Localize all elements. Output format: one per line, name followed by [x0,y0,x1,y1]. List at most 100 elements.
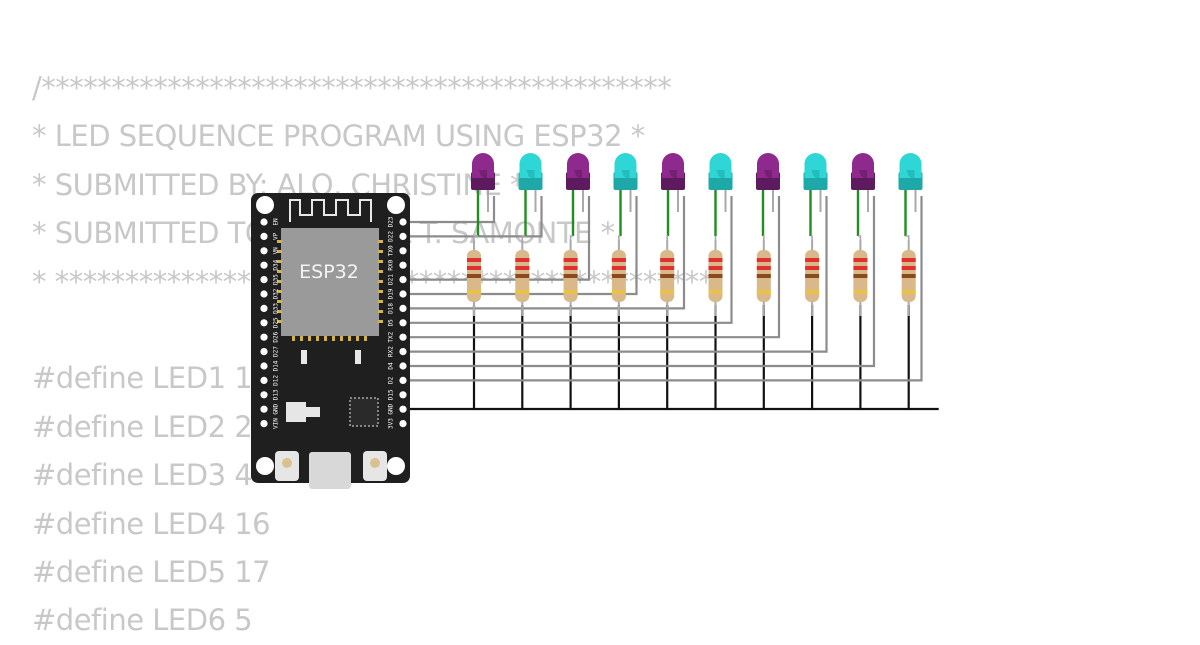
pin-hole-icon [399,333,407,341]
pin-label: D19 [388,288,395,299]
led-2 [518,153,543,236]
pin-hole-icon [260,319,268,327]
resistor-6 [708,236,723,316]
pin-label: VP [273,232,280,240]
resistor-4 [611,235,626,316]
mount-hole-icon [387,196,405,214]
resistor-9 [853,235,868,316]
pin-hole-icon [260,304,268,312]
resistor-10 [901,235,916,316]
pin-label: VIN [273,418,280,429]
pin-label: D22 [388,231,395,242]
pin-hole-icon [399,290,407,298]
led-7 [756,153,780,236]
led-dome-icon [567,153,589,178]
led-resistor-array [467,153,923,316]
resistor-2 [515,235,530,316]
pin-label: D12 [273,375,280,386]
led-dome-icon [519,153,542,178]
code-line: * LED SEQUENCE PROGRAM USING ESP32 * [32,119,645,154]
mount-hole-icon [387,457,405,475]
circuit-diagram: ESP32 ENVPVND34D35D32D33D25D26D27D14D12D… [251,153,939,489]
smd-part [301,350,307,364]
pin-hole-icon [399,362,407,370]
pin-label: D26 [273,331,280,342]
pin-hole-icon [260,333,268,341]
pin-hole-icon [399,218,407,226]
led-dome-icon [757,153,779,178]
signal-wire [405,196,686,310]
led-4 [613,153,638,236]
usb-port-icon [309,452,351,489]
esp32-module [281,228,379,336]
signal-wire [405,196,543,238]
resistor-5 [660,235,675,316]
pin-label: D34 [273,259,280,270]
pin-hole-icon [260,261,268,269]
pin-label: RX2 [388,346,395,357]
left-pin-header: ENVPVND34D35D32D33D25D26D27D14D12D13GNDV… [260,218,280,429]
signal-wire [405,196,876,368]
pin-hole-icon [399,261,407,269]
pin-hole-icon [260,420,268,428]
esp32-board: ESP32 ENVPVND34D35D32D33D25D26D27D14D12D… [251,193,410,489]
code-line: #define LED1 1 [32,361,253,396]
resistor-3 [563,235,578,316]
chip-label: ESP32 [299,261,359,283]
pin-hole-icon [260,348,268,356]
led-dome-icon [852,153,874,178]
pin-hole-icon [399,420,407,428]
led-dome-icon [899,153,922,178]
pin-hole-icon [399,276,407,284]
pin-hole-icon [260,391,268,399]
led-3 [566,153,590,236]
ground-wires [405,305,939,411]
pin-label: VN [273,247,280,255]
pin-hole-icon [399,304,407,312]
pin-hole-icon [399,376,407,384]
pin-label: D15 [388,389,395,400]
pin-hole-icon [399,232,407,240]
signal-wire [405,196,828,353]
code-line: /***************************************… [32,71,672,105]
pin-label: 3V3 [388,418,395,429]
pin-hole-icon [399,319,407,327]
pin-label: D35 [273,274,280,285]
mount-hole-icon [256,196,274,214]
pin-hole-icon [260,376,268,384]
regulator-icon [286,402,306,422]
mount-hole-icon [256,457,274,475]
signal-wire [405,196,638,296]
resistor-1 [467,235,481,316]
pin-label: D33 [273,303,280,314]
pin-hole-icon [260,218,268,226]
pin-label: D14 [273,360,280,371]
signal-wire [405,196,733,324]
pin-label: GND [273,403,280,414]
pin-label: D5 [388,319,395,327]
pin-hole-icon [260,290,268,298]
pin-label: D27 [273,346,280,357]
pin-label: D32 [273,288,280,299]
led-8 [803,153,828,236]
pin-label: D2 [388,376,395,384]
pin-label: D25 [273,317,280,328]
pin-hole-icon [399,391,407,399]
code-line: #define LED3 4 [32,458,253,493]
module-pads [277,240,383,341]
pin-label: D18 [388,303,395,314]
led-dome-icon [614,153,637,178]
pin-hole-icon [260,232,268,240]
code-line: #define LED5 17 [32,554,271,589]
pin-hole-icon [260,362,268,370]
signal-wire [405,196,781,339]
code-line: #define LED2 2 [32,409,253,444]
pin-hole-icon [399,247,407,255]
led-dome-icon [804,153,827,178]
pin-hole-icon [399,405,407,413]
pin-label: D23 [388,216,395,227]
pin-label: D13 [273,389,280,400]
pin-label: D21 [388,274,395,285]
signal-wire [405,196,496,224]
led-dome-icon [472,153,494,178]
